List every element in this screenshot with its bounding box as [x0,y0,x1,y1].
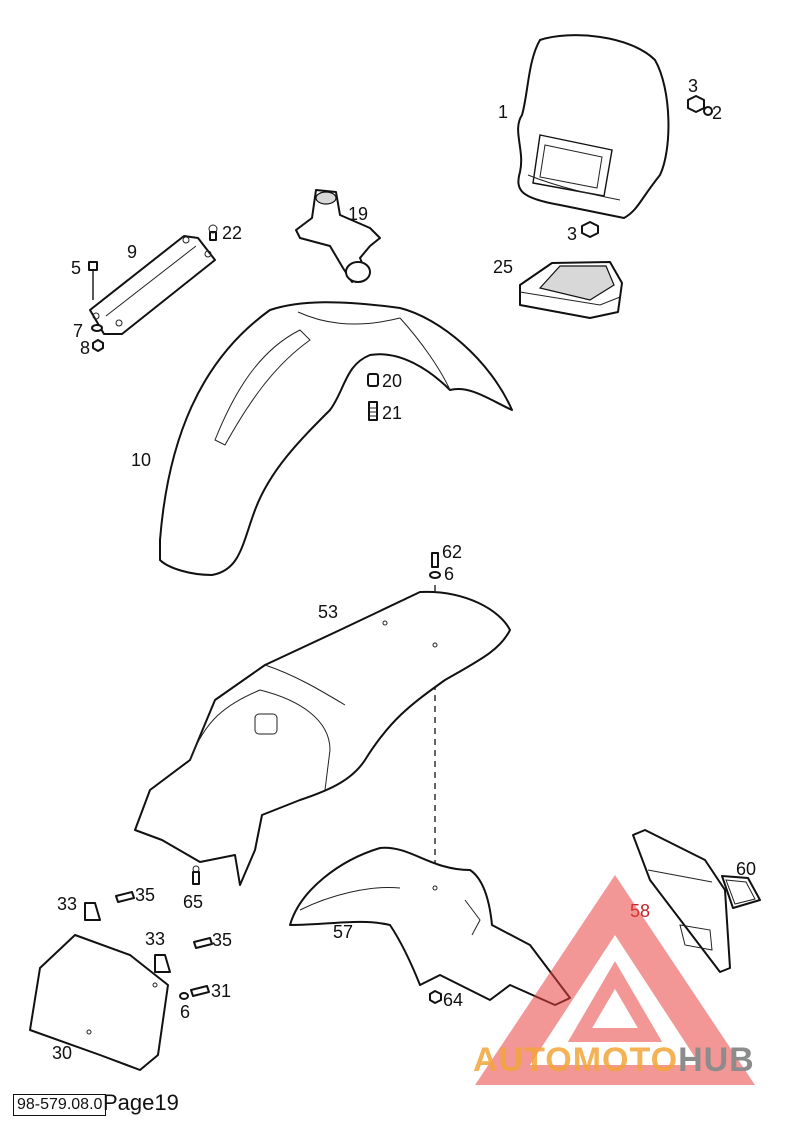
mudflap-part-30 [29,934,169,1071]
watermark-brand: AUTOMOTOHUB [473,1041,755,1080]
callout-57: 57 [333,922,353,942]
callout-21: 21 [382,403,402,423]
watermark-logo [475,875,755,1085]
bolt-part-22 [208,224,218,241]
clip-part-33b [154,954,171,973]
screw-part-5 [88,261,98,300]
callout-64: 64 [443,990,463,1010]
callout-6b: 6 [180,1002,190,1022]
washer-part-2 [703,106,713,116]
watermark-brand-part2: HUB [678,1041,755,1079]
callout-6a: 6 [444,564,454,584]
bracket-part-19 [295,189,381,283]
callout-60: 60 [736,859,756,879]
callout-10: 10 [131,450,151,470]
bolt-part-62 [431,552,439,568]
reflector-part-60 [721,875,761,909]
callout-25: 25 [493,257,513,277]
callout-5: 5 [71,258,81,278]
callout-3a: 3 [688,76,698,96]
callout-35b: 35 [212,930,232,950]
strip-part-9 [89,235,216,335]
callout-31: 31 [211,981,231,1001]
callout-30: 30 [52,1043,72,1063]
watermark-brand-part1: AUTOMOTO [473,1041,679,1079]
nut-part-8 [92,339,104,352]
washer-part-7 [91,324,103,332]
callout-20: 20 [382,371,402,391]
rear-fender-part-53 [134,590,511,886]
plate-holder-part-58 [632,829,731,973]
callout-2: 2 [712,103,722,123]
clip-part-33a [84,902,101,921]
watermark-inner-mark-icon [567,961,663,1042]
callout-62: 62 [442,542,462,562]
nut-part-3b [581,221,599,238]
page-label: Page19 [103,1090,179,1115]
screw-part-31 [190,985,210,997]
nut-part-3a [687,95,705,113]
screw-part-35a [115,891,135,903]
screw-part-65 [192,865,200,885]
callout-65: 65 [183,892,203,912]
callout-3b: 3 [567,224,577,244]
callout-9: 9 [127,242,137,262]
splash-guard-part-57 [289,846,571,1006]
callout-7: 7 [73,321,83,341]
screw-part-21 [368,401,378,421]
callout-22: 22 [222,223,242,243]
washer-part-6a [429,571,441,579]
screw-part-35b [193,937,213,949]
front-fender-part-10 [159,301,513,576]
callout-8: 8 [80,338,90,358]
callout-33a: 33 [57,894,77,914]
bushing-part-20 [367,373,379,387]
callout-19: 19 [348,204,368,224]
washer-part-6b [179,992,189,1000]
block-part-25 [519,261,623,319]
watermark-triangle-icon [475,875,755,1085]
nut-part-64 [429,990,442,1004]
headlight-mask-part [517,34,670,219]
callout-33b: 33 [145,929,165,949]
document-code: 98-579.08.0 [13,1094,107,1116]
callout-35a: 35 [135,885,155,905]
callout-1: 1 [498,102,508,122]
callout-53: 53 [318,602,338,622]
